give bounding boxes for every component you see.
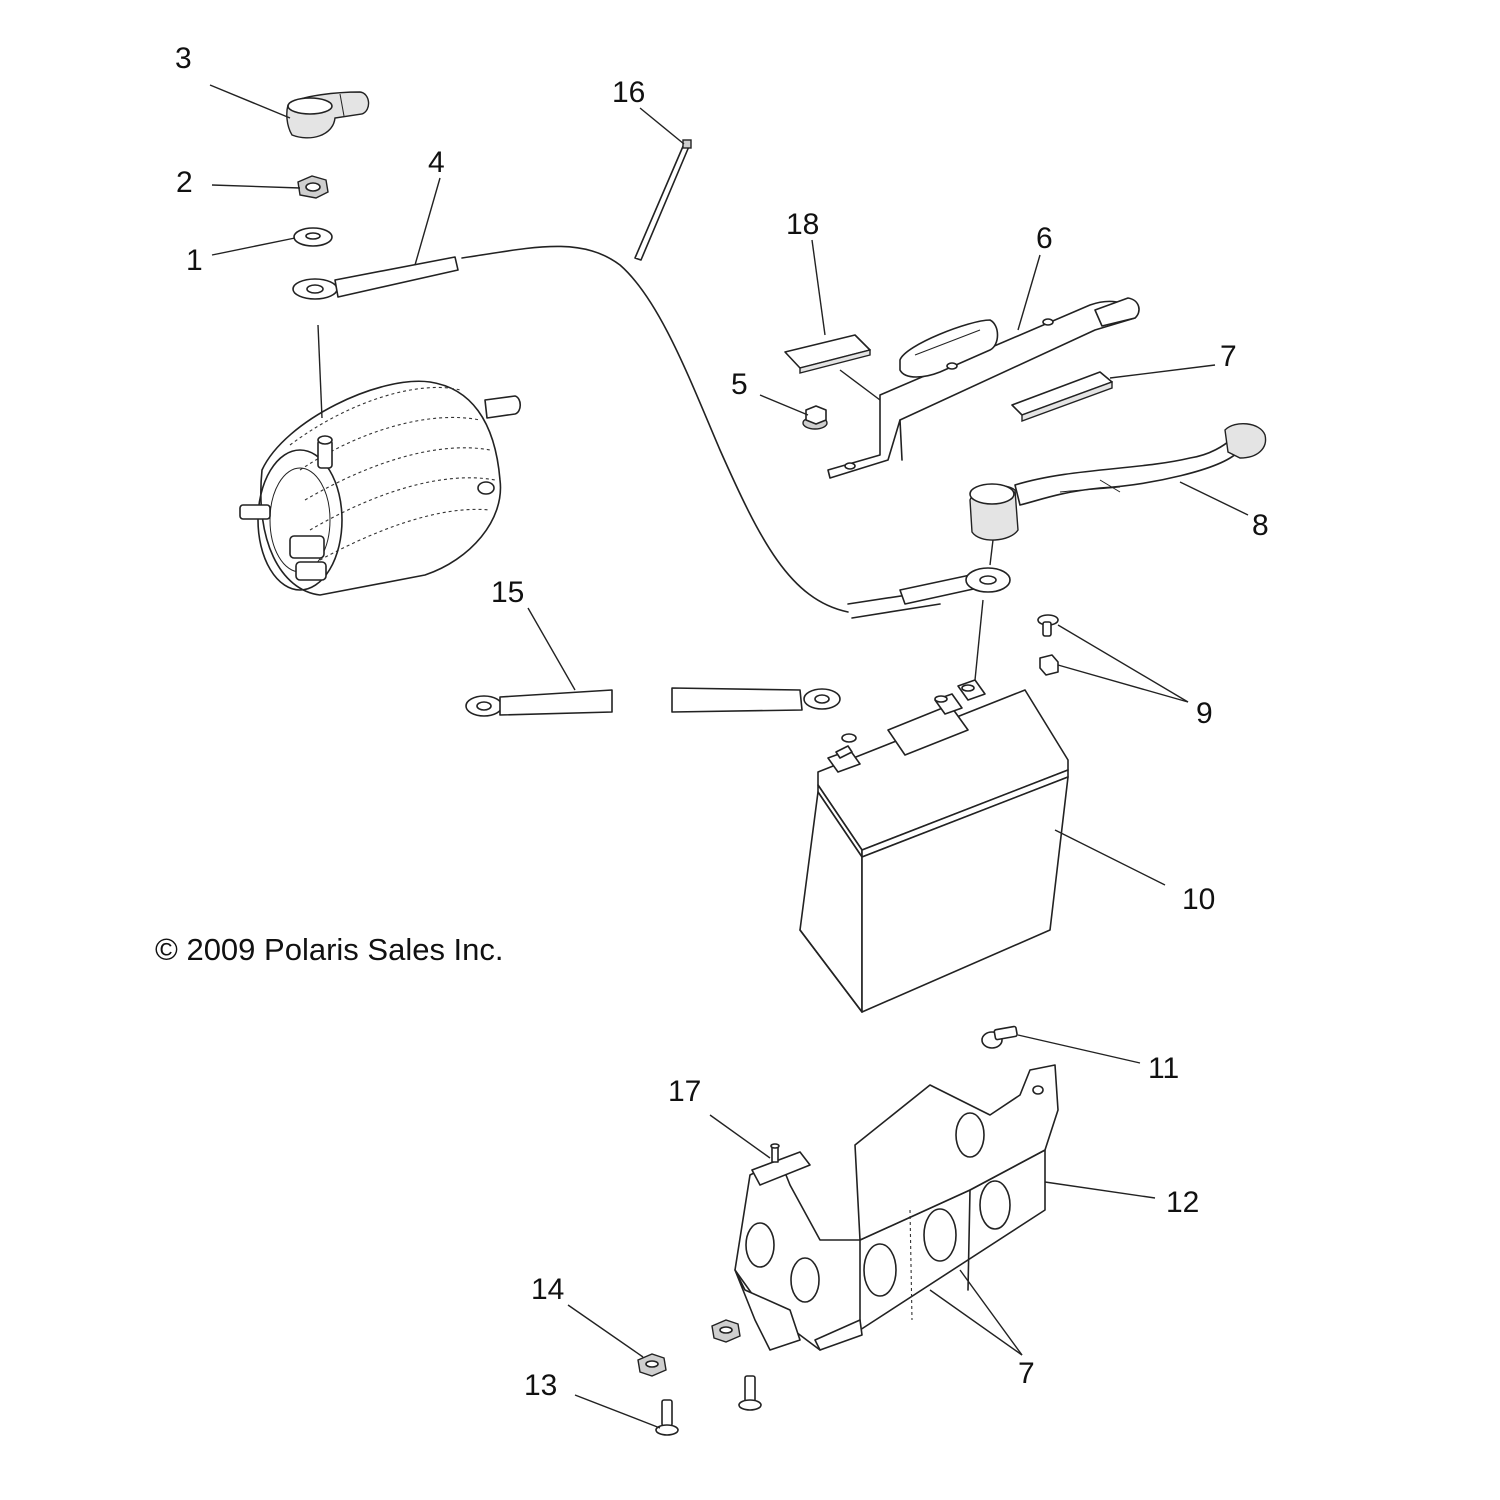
callout-16: 16 [612,76,645,109]
callout-6: 6 [1036,222,1053,255]
screw-and-nut-part-9 [1037,614,1059,676]
callout-8: 8 [1252,509,1269,542]
cable-tie-part-16 [634,139,692,261]
callout-5: 5 [731,368,748,401]
nut-part-14 [637,1319,741,1377]
callout-7b: 7 [1018,1357,1035,1390]
hold-down-bracket-part-6 [827,297,1140,479]
callout-10: 10 [1182,883,1215,916]
battery-box-part-12 [734,1064,1059,1351]
callout-1: 1 [186,244,203,277]
pad-part-18 [784,334,871,374]
callout-9: 9 [1196,697,1213,730]
battery-part-10 [799,679,1069,1013]
callout-15: 15 [491,576,524,609]
callout-7a: 7 [1220,340,1237,373]
battery-cable-part-4 [292,245,1011,619]
callout-13: 13 [524,1369,557,1402]
callout-18: 18 [786,208,819,241]
flange-nut-part-5 [802,405,828,430]
bolt-part-11 [981,1025,1018,1049]
positive-cable-part-8 [969,423,1267,566]
callout-2: 2 [176,166,193,199]
bolt-part-13 [655,1375,762,1436]
callout-14: 14 [531,1273,564,1306]
washer-part-1 [293,227,333,247]
starter-motor [239,380,522,596]
callout-17: 17 [668,1075,701,1108]
callout-3: 3 [175,42,192,75]
terminal-boot-part-3 [286,91,370,139]
callout-4: 4 [428,146,445,179]
pad-part-7-upper [1011,371,1113,423]
callout-11: 11 [1148,1052,1179,1085]
callout-labels: 3 2 1 4 16 18 6 5 7 8 15 9 10 11 17 12 1… [175,42,1269,1402]
copyright-notice: © 2009 Polaris Sales Inc. [155,932,504,967]
ground-cable-part-15 [465,687,841,717]
callout-12: 12 [1166,1186,1199,1219]
hex-nut-part-2 [297,175,329,199]
leader-lines [209,84,1249,1429]
